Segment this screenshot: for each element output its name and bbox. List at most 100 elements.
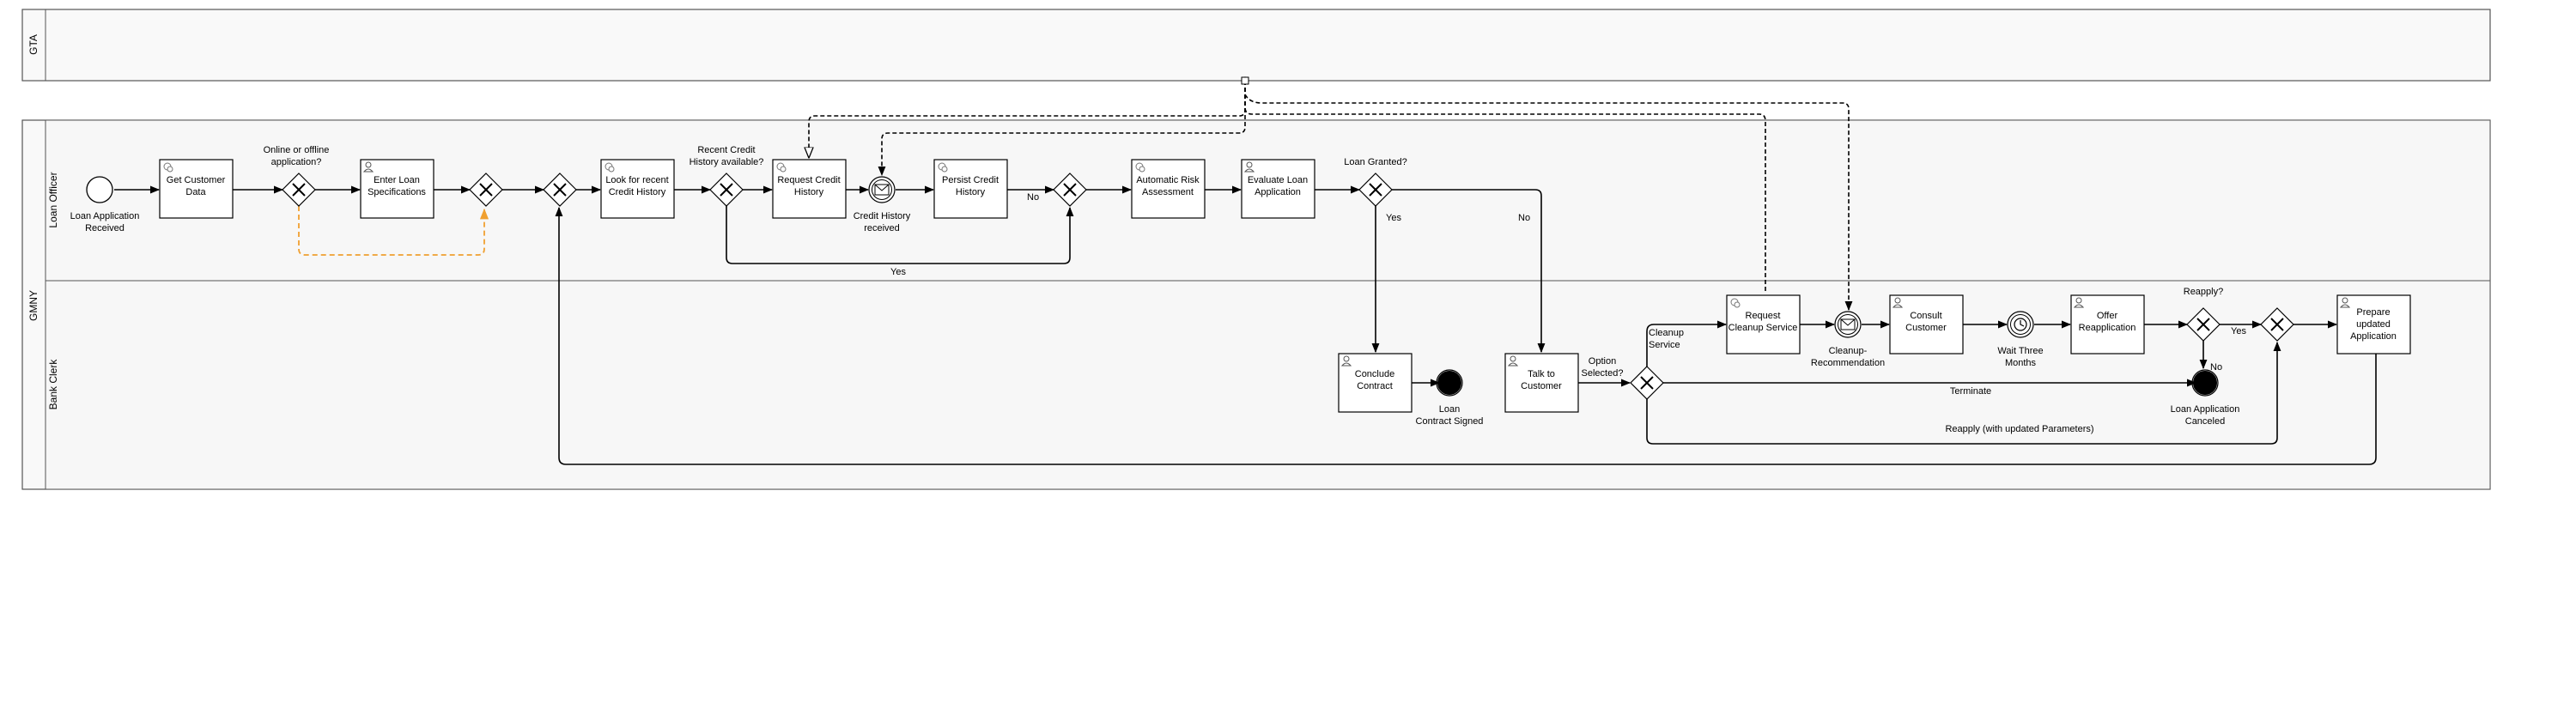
svg-text:Cleanup Service: Cleanup Service <box>1728 323 1798 333</box>
svg-text:Credit History: Credit History <box>609 187 666 197</box>
gateway-recent-credit-history[interactable]: Recent Credit History available? <box>690 145 764 207</box>
svg-text:Application: Application <box>2350 331 2397 342</box>
user-icon <box>1243 161 1255 173</box>
flow-label-reapply-updated: Reapply (with updated Parameters) <box>1945 424 2093 434</box>
task-consult-customer[interactable]: Consult Customer <box>1889 294 1964 354</box>
user-icon <box>1892 297 1904 308</box>
svg-text:Customer: Customer <box>1905 323 1947 333</box>
gateway-loan-granted[interactable]: Loan Granted? <box>1344 157 1407 207</box>
flow-label-yes-history: Yes <box>890 267 906 277</box>
svg-text:Loan Granted?: Loan Granted? <box>1344 157 1406 167</box>
flow-label-yes-reapply: Yes <box>2231 326 2246 336</box>
task-automatic-risk-assessment[interactable]: Automatic Risk Assessment <box>1131 159 1206 219</box>
svg-text:Credit History: Credit History <box>854 211 911 221</box>
user-icon <box>362 161 374 173</box>
flow-label-no-reapply: No <box>2210 362 2222 373</box>
envelope-icon <box>1840 318 1856 330</box>
svg-text:Contract: Contract <box>1357 381 1393 391</box>
svg-text:History available?: History available? <box>690 157 764 167</box>
credit-history-received-event[interactable]: Credit History received <box>854 176 911 233</box>
clock-icon <box>2014 318 2027 331</box>
envelope-icon <box>874 184 890 196</box>
pool-gta: GTA <box>21 9 2491 82</box>
gear-icon <box>1135 162 1145 173</box>
svg-text:Wait Three: Wait Three <box>1997 346 2043 356</box>
svg-text:Offer: Offer <box>2097 311 2118 321</box>
offline-path <box>298 206 489 256</box>
task-persist-credit-history[interactable]: Persist Credit History <box>933 159 1008 219</box>
cleanup-recommendation-event[interactable]: Cleanup- Recommendation <box>1811 311 1885 368</box>
gateway-reapply[interactable]: Reapply? <box>2184 287 2223 342</box>
gateway-merge-2[interactable] <box>543 173 577 207</box>
svg-text:Data: Data <box>185 187 206 197</box>
svg-text:Months: Months <box>2005 358 2037 368</box>
application-canceled-end-event[interactable]: Loan Application Canceled <box>2171 369 2240 427</box>
flow-label-terminate: Terminate <box>1950 386 1991 397</box>
svg-text:Look for recent: Look for recent <box>605 175 668 185</box>
x-icon <box>1063 183 1077 197</box>
pool-gta-label: GTA <box>27 34 39 55</box>
svg-text:Recent Credit: Recent Credit <box>697 145 755 155</box>
flow-label-no-persist: No <box>1027 192 1039 203</box>
flow-label-cleanup-service: Cleanup <box>1649 328 1684 338</box>
svg-text:Reapplication: Reapplication <box>2079 323 2136 333</box>
svg-text:received: received <box>864 223 900 233</box>
svg-text:Option: Option <box>1589 356 1616 367</box>
x-icon <box>2270 318 2284 331</box>
svg-text:Talk to: Talk to <box>1528 369 1555 379</box>
wait-three-months-timer-event[interactable]: Wait Three Months <box>1997 311 2044 368</box>
lane-bank-clerk-label: Bank Clerk <box>47 359 59 410</box>
flow-labels: No Yes Yes No Cleanup Service Terminate … <box>890 192 2246 434</box>
task-evaluate-loan-application[interactable]: Evaluate Loan Application <box>1241 159 1315 219</box>
svg-text:Received: Received <box>85 223 125 233</box>
task-request-cleanup-service[interactable]: Request Cleanup Service <box>1726 294 1801 354</box>
gear-icon <box>605 162 615 173</box>
svg-text:Recommendation: Recommendation <box>1811 358 1885 368</box>
sequence-flows <box>114 185 2377 465</box>
task-conclude-contract[interactable]: Conclude Contract <box>1338 353 1413 413</box>
svg-text:History: History <box>956 187 986 197</box>
lane-loan-officer-label: Loan Officer <box>47 172 59 227</box>
x-icon <box>479 183 493 197</box>
gear-icon <box>776 162 787 173</box>
svg-text:Specifications: Specifications <box>368 187 426 197</box>
flow-label-yes-granted: Yes <box>1386 213 1401 223</box>
x-icon <box>720 183 733 197</box>
gateway-merge-3[interactable] <box>1053 173 1087 207</box>
x-icon <box>2196 318 2210 331</box>
svg-text:Customer: Customer <box>1521 381 1562 391</box>
gateway-merge-1[interactable] <box>469 173 503 207</box>
user-icon <box>1340 355 1352 367</box>
svg-text:updated: updated <box>2356 319 2391 330</box>
task-request-credit-history[interactable]: Request Credit History <box>772 159 847 219</box>
task-offer-reapplication[interactable]: Offer Reapplication <box>2070 294 2145 354</box>
user-icon <box>1507 355 1519 367</box>
svg-text:Evaluate Loan: Evaluate Loan <box>1248 175 1308 185</box>
x-icon <box>292 183 306 197</box>
pool-gmny-label: GMNY <box>27 290 39 321</box>
flow-label-cleanup-service-2: Service <box>1649 340 1680 350</box>
task-enter-loan-specifications[interactable]: Enter Loan Specifications <box>360 159 434 219</box>
x-icon <box>1369 183 1382 197</box>
task-get-customer-data[interactable]: Get Customer Data <box>159 159 234 219</box>
gear-icon <box>1730 298 1741 308</box>
svg-text:Contract Signed: Contract Signed <box>1416 416 1484 427</box>
task-look-for-credit-history[interactable]: Look for recent Credit History <box>600 159 675 219</box>
task-prepare-updated-application[interactable]: Prepare updated Application <box>2336 294 2411 354</box>
gateway-option-selected[interactable]: Option Selected? <box>1582 356 1664 400</box>
message-flows <box>809 76 1853 312</box>
x-icon <box>553 183 567 197</box>
x-icon <box>1640 376 1654 390</box>
svg-text:Loan Application: Loan Application <box>70 211 140 221</box>
gateway-merge-4[interactable] <box>2260 307 2294 342</box>
start-event[interactable]: Loan Application Received <box>70 176 140 233</box>
svg-text:Persist Credit: Persist Credit <box>942 175 999 185</box>
svg-text:Loan Application: Loan Application <box>2171 404 2240 415</box>
svg-text:Consult: Consult <box>1910 311 1941 321</box>
contract-signed-end-event[interactable]: Loan Contract Signed <box>1416 369 1484 427</box>
gateway-online-offline[interactable]: Online or offline application? <box>264 145 330 207</box>
svg-text:Prepare: Prepare <box>2356 307 2390 318</box>
svg-text:Get Customer: Get Customer <box>167 175 226 185</box>
task-talk-to-customer[interactable]: Talk to Customer <box>1504 353 1579 413</box>
